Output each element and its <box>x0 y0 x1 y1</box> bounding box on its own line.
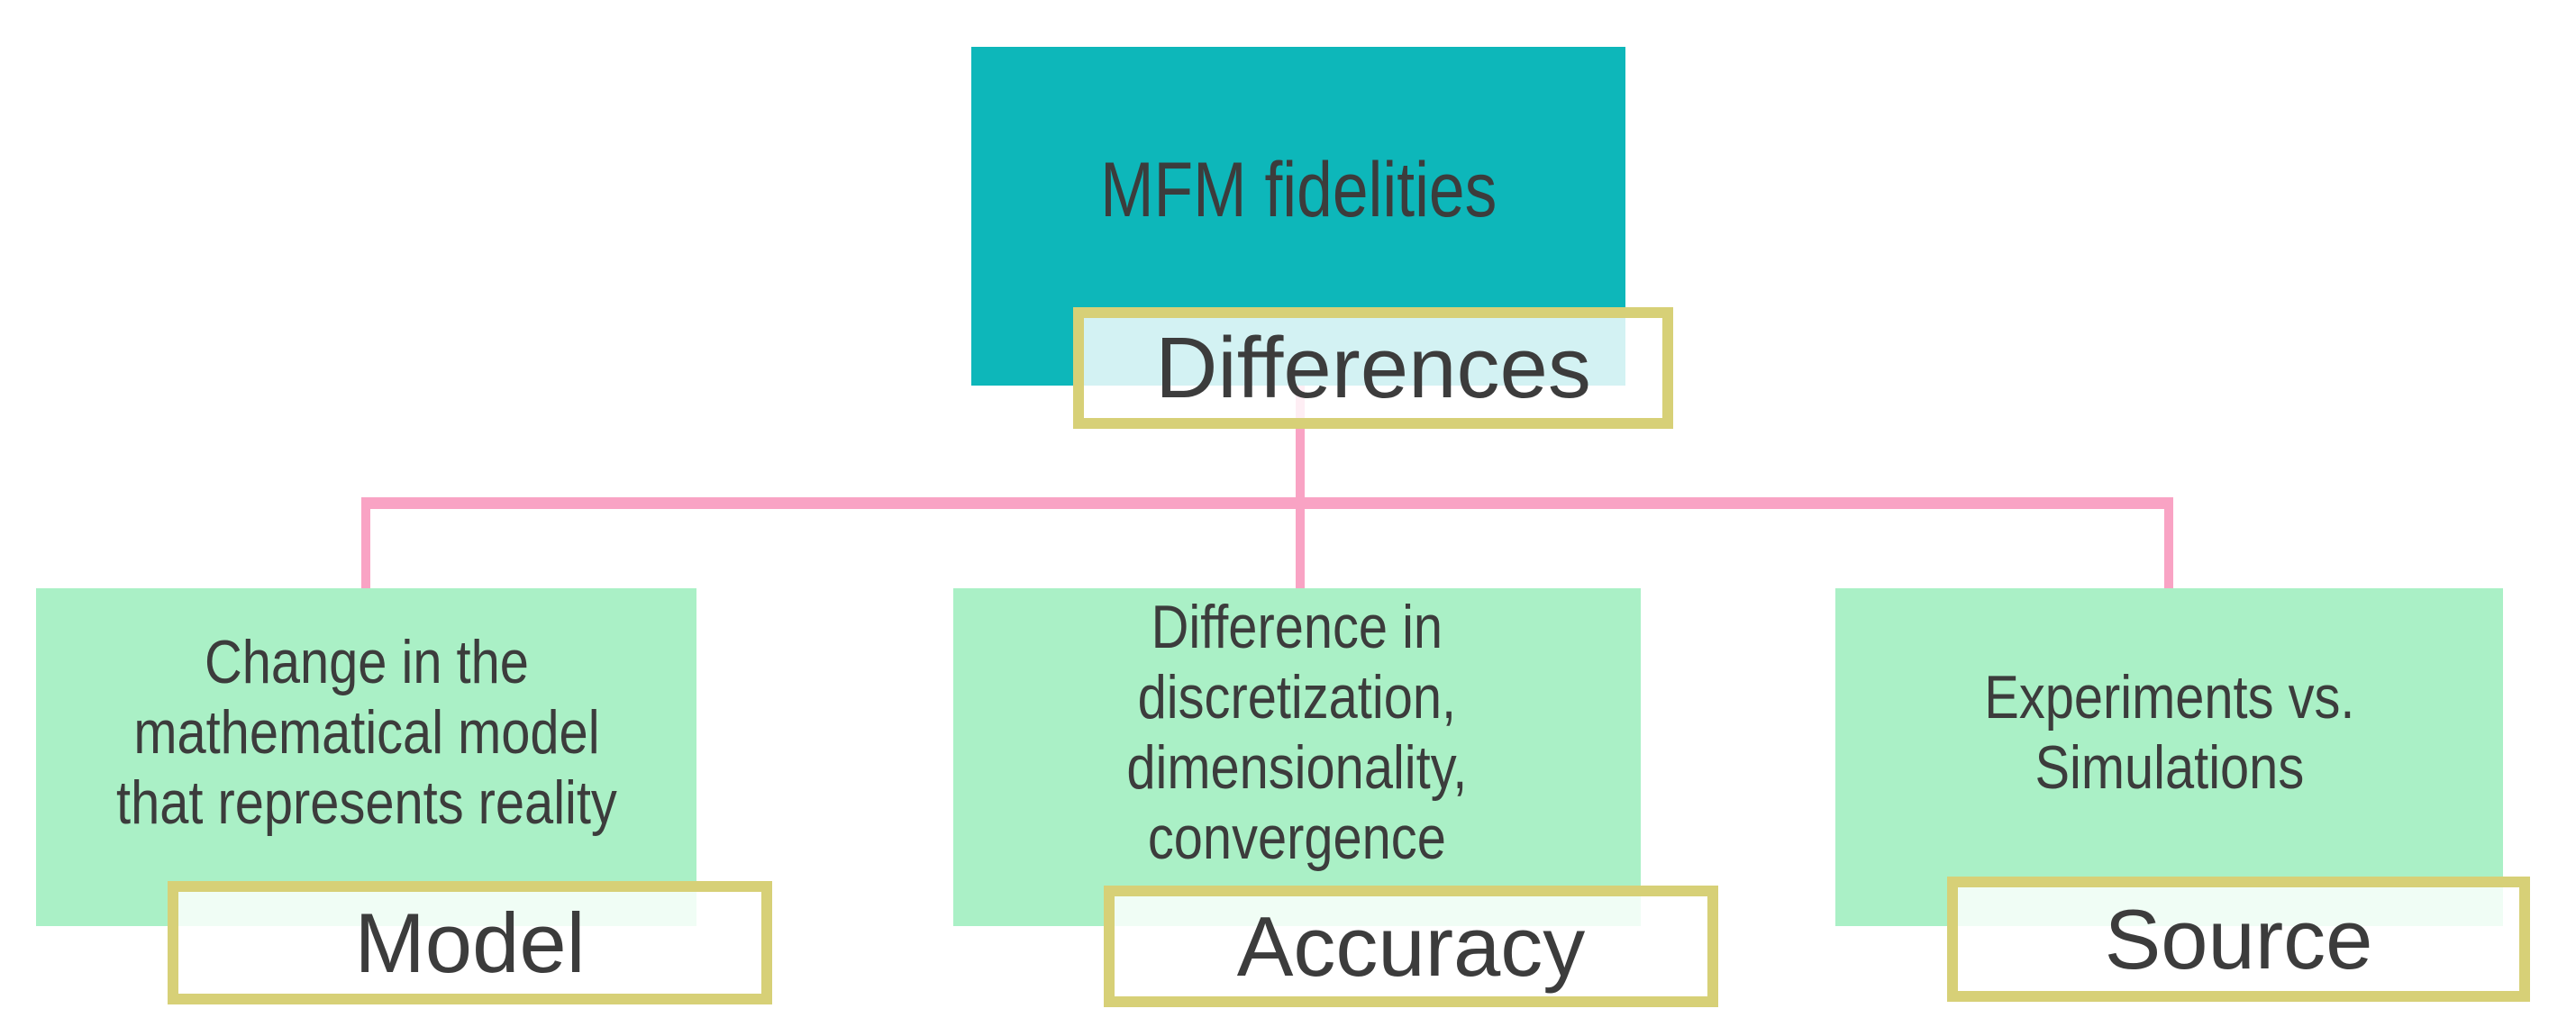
label-plate-model: Model <box>168 881 772 1004</box>
label-plate-source: Source <box>1947 877 2530 1002</box>
branch-box-model: Change in the mathematical model that re… <box>36 588 696 926</box>
branch-box-source: Experiments vs. Simulations <box>1835 588 2503 926</box>
branch-label-accuracy: Accuracy <box>1236 898 1586 994</box>
connector-stem <box>1296 386 1305 588</box>
root-label-plate: Differences <box>1073 307 1673 429</box>
branch-label-source: Source <box>2104 891 2373 986</box>
branch-label-model: Model <box>354 895 586 990</box>
branch-description-model: Change in the mathematical model that re… <box>115 627 617 838</box>
root-title: MFM fidelities <box>1099 147 1497 233</box>
label-plate-accuracy: Accuracy <box>1104 886 1718 1007</box>
connector-drop-right <box>2164 497 2173 588</box>
connector-drop-left <box>361 497 370 588</box>
branch-description-source: Experiments vs. Simulations <box>1983 662 2355 802</box>
connector-horizontal <box>361 497 2173 509</box>
branch-description-accuracy: Difference in discretization, dimensiona… <box>1126 592 1468 873</box>
root-label: Differences <box>1155 319 1591 416</box>
branch-box-accuracy: Difference in discretization, dimensiona… <box>953 588 1641 926</box>
